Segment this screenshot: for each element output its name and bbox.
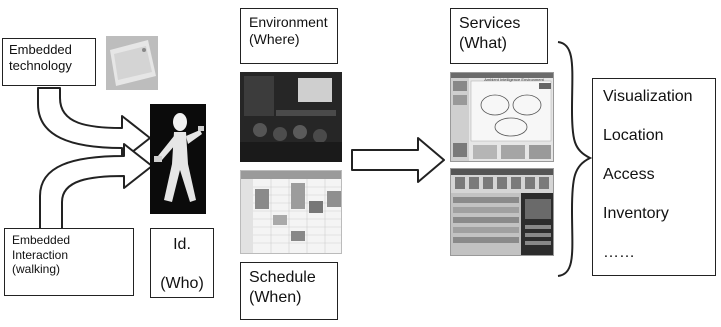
- schedule-label: Schedule (When): [240, 262, 338, 320]
- service-item-location: Location: [603, 127, 664, 144]
- services-environment-image: [450, 72, 554, 162]
- identity-label: Id. (Who): [150, 228, 214, 298]
- environment-image: [240, 72, 342, 162]
- services-screen-title: Ambient Intelligence Environment: [484, 77, 544, 82]
- upper-curved-arrow: [37, 87, 151, 161]
- services-label: Services (What): [450, 8, 548, 64]
- service-list-box: Visualization Location Access Inventory …: [592, 78, 716, 276]
- services-people-image: [450, 168, 554, 256]
- service-item-access: Access: [603, 166, 655, 183]
- service-item-visualization: Visualization: [603, 88, 693, 105]
- curly-brace: [557, 41, 593, 277]
- embedded-technology-label: Embedded technology: [2, 38, 96, 86]
- embedded-interaction-label: Embedded Interaction (walking): [4, 228, 134, 296]
- flow-arrow: [351, 137, 445, 183]
- service-item-more: ……: [603, 244, 635, 261]
- environment-label: Environment (Where): [240, 8, 338, 64]
- person-walking-image: [150, 104, 206, 214]
- embedded-technology-image: [106, 36, 158, 90]
- lower-curved-arrow: [39, 143, 153, 233]
- schedule-image: [240, 170, 342, 254]
- service-item-inventory: Inventory: [603, 205, 669, 222]
